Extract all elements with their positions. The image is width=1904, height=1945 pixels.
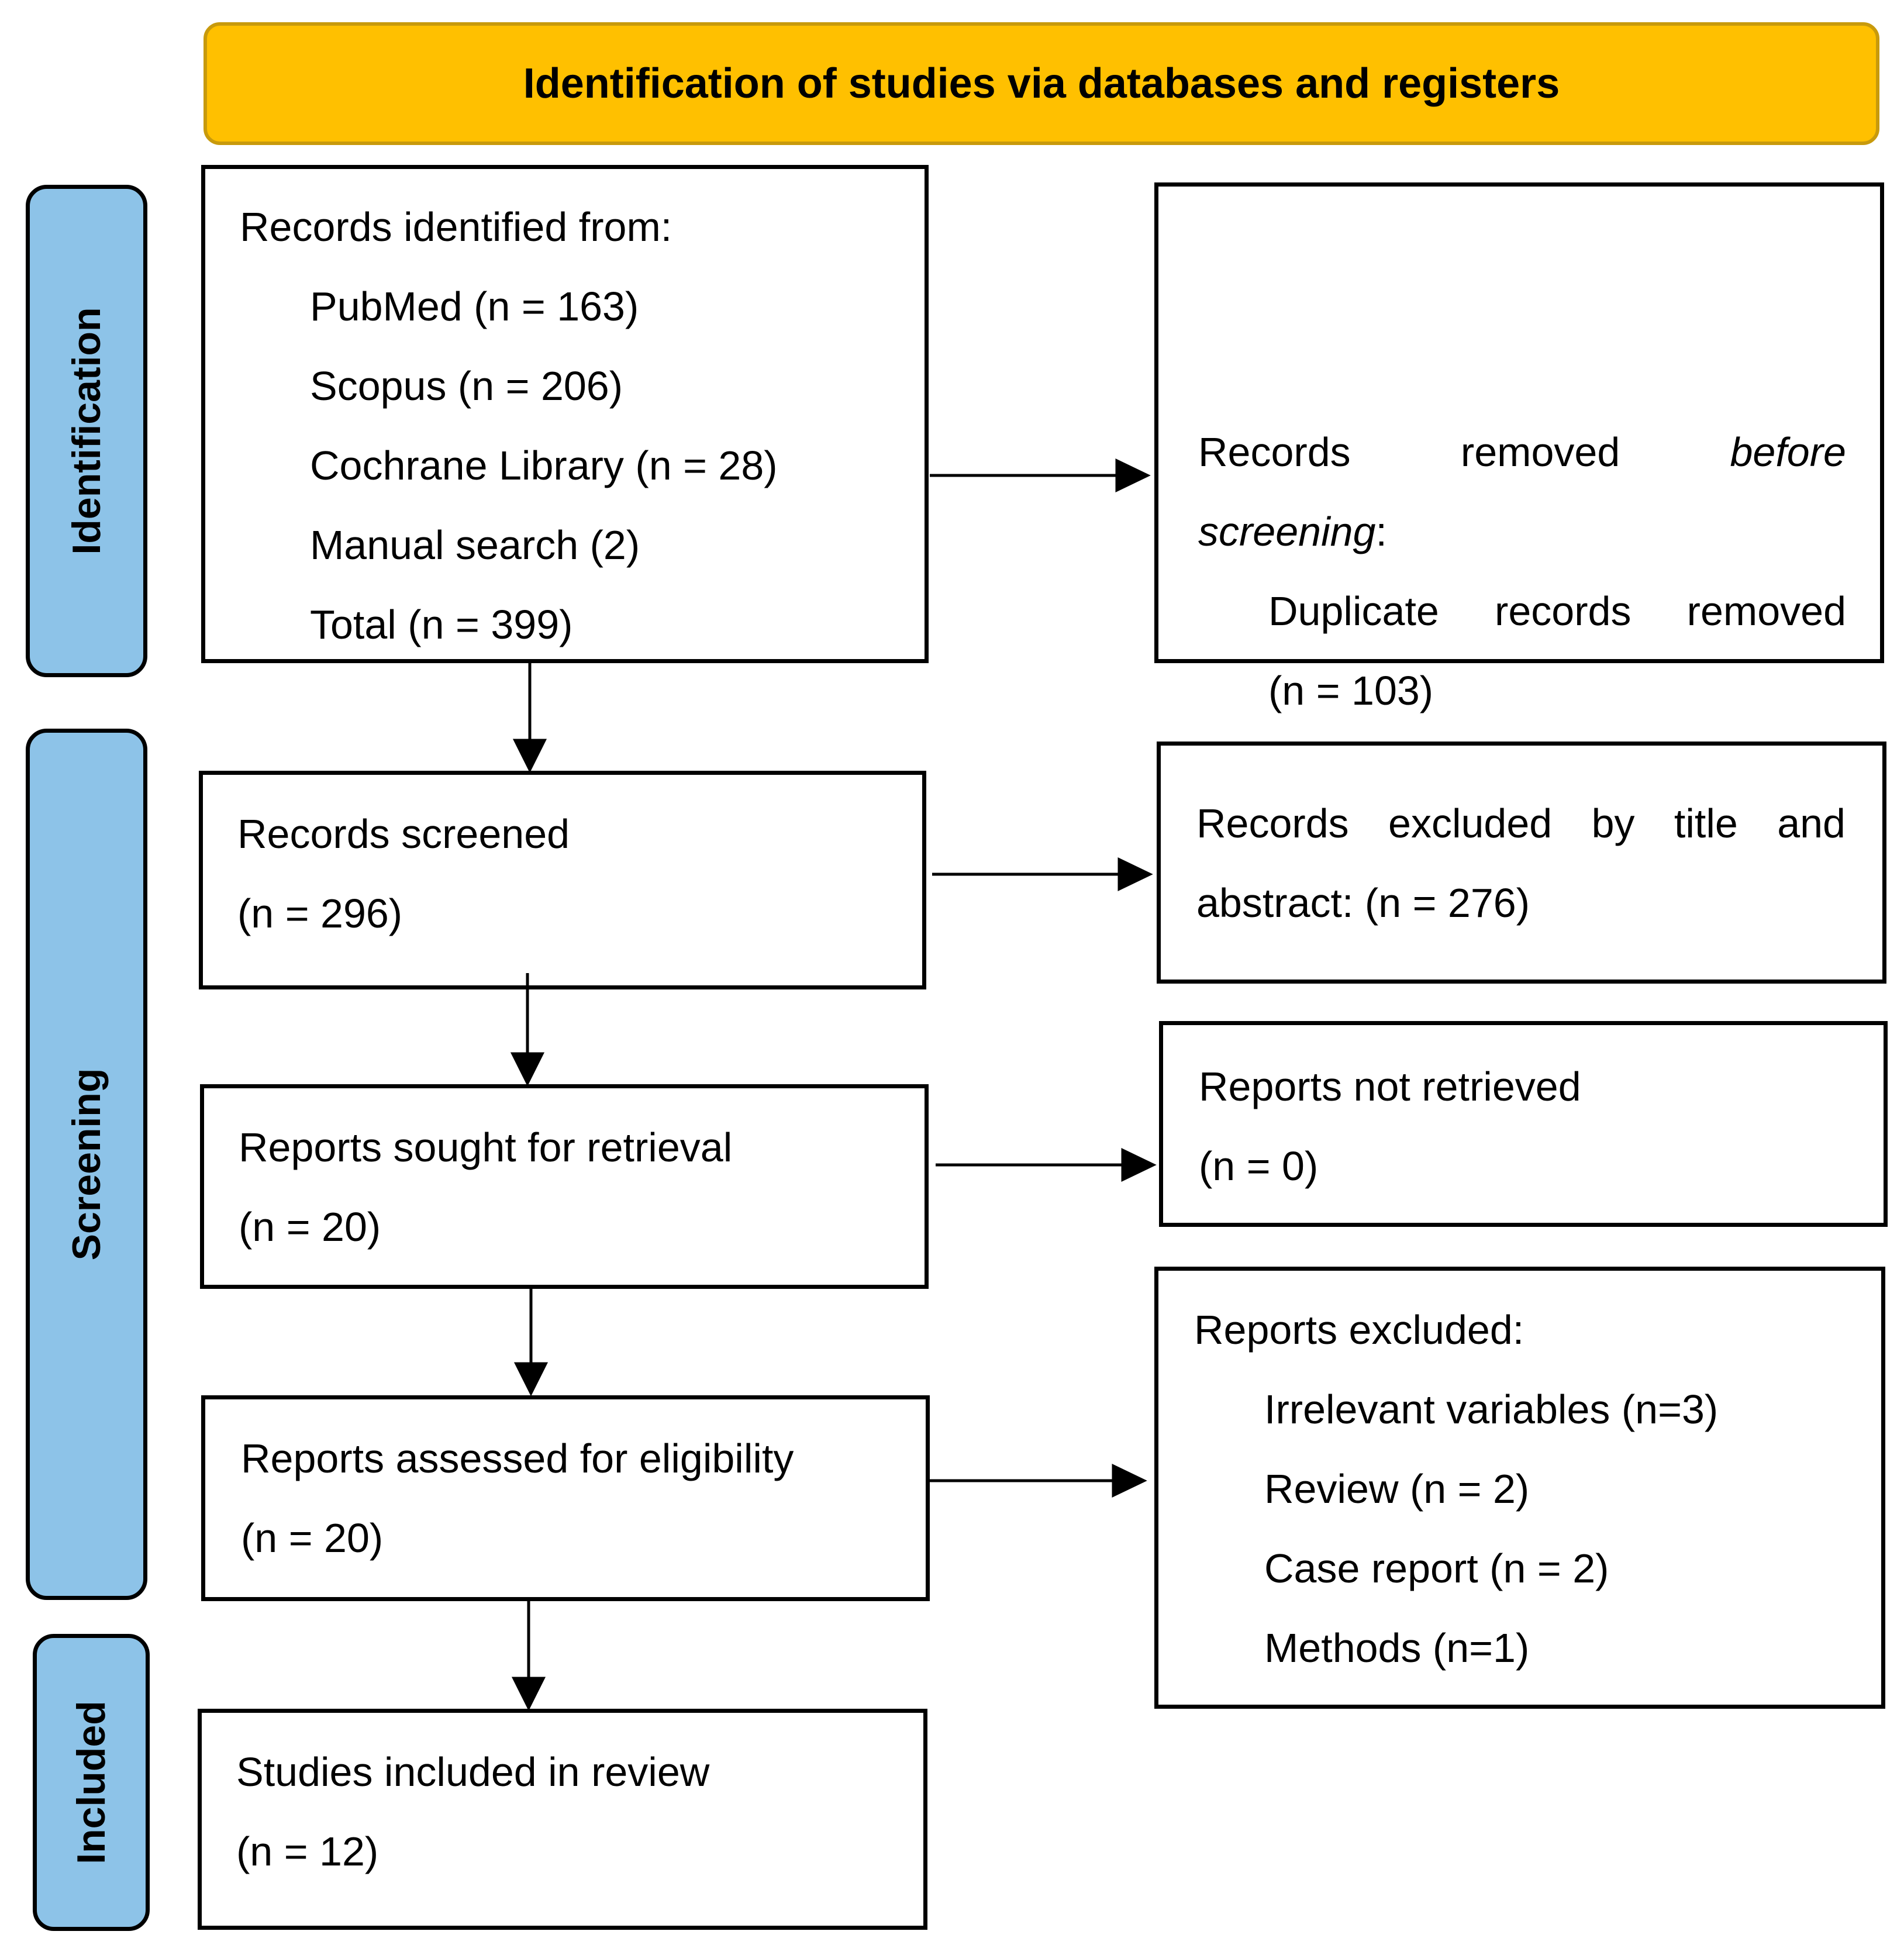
- excluded-case-report: Case report (n = 2): [1264, 1546, 1609, 1591]
- arrowhead-reports-excluded: [1112, 1464, 1147, 1498]
- header-title: Identification of studies via databases …: [523, 60, 1560, 107]
- phase-included: Included: [33, 1634, 150, 1931]
- reports-excluded-content: Reports excluded: Irrelevant variables (…: [1194, 1290, 1718, 1688]
- studies-included-content: Studies included in review (n = 12): [236, 1732, 709, 1891]
- removed-word-screening: screening: [1198, 509, 1376, 554]
- studies-included-title: Studies included in review: [236, 1749, 710, 1795]
- arrowhead-removed: [1115, 458, 1151, 492]
- source-scopus: Scopus (n = 206): [310, 363, 623, 409]
- removed-word-duplicate: Duplicate: [1268, 588, 1439, 634]
- removed-colon: :: [1375, 509, 1387, 554]
- records-screened-content: Records screened (n = 296): [237, 794, 570, 953]
- reports-not-retrieved-box: [1159, 1021, 1888, 1227]
- phase-identification-label: Identification: [64, 307, 109, 555]
- arrowhead-not-retrieved: [1121, 1148, 1157, 1182]
- reports-not-retrieved-title: Reports not retrieved: [1199, 1064, 1581, 1109]
- records-excluded-box: [1157, 742, 1886, 984]
- source-pubmed: PubMed (n = 163): [310, 284, 639, 329]
- reports-excluded-title: Reports excluded:: [1194, 1307, 1524, 1353]
- excluded-word-title: title: [1674, 801, 1738, 846]
- records-screened-box: [199, 771, 926, 989]
- phase-included-label: Included: [69, 1701, 113, 1864]
- removed-count: (n = 103): [1268, 668, 1434, 713]
- reports-assessed-count: (n = 20): [241, 1515, 384, 1561]
- removed-line1: Records removed before: [1198, 412, 1846, 492]
- removed-word-removed2: removed: [1686, 588, 1846, 634]
- phase-identification: Identification: [26, 185, 147, 677]
- reports-not-retrieved-content: Reports not retrieved (n = 0): [1199, 1047, 1581, 1206]
- excluded-methods: Methods (n=1): [1264, 1625, 1530, 1671]
- removed-word-records2: records: [1495, 588, 1631, 634]
- phase-screening-label: Screening: [64, 1068, 109, 1261]
- removed-word-before: before: [1730, 429, 1846, 475]
- removed-word-records: Records: [1198, 429, 1351, 475]
- excluded-review: Review (n = 2): [1264, 1466, 1530, 1512]
- studies-included-box: [198, 1709, 927, 1930]
- arrowhead-sought: [510, 1052, 545, 1087]
- arrowhead-screened: [512, 739, 547, 773]
- reports-assessed-box: [201, 1395, 930, 1601]
- reports-not-retrieved-count: (n = 0): [1199, 1143, 1319, 1189]
- reports-excluded-box: [1154, 1267, 1885, 1709]
- reports-sought-title: Reports sought for retrieval: [239, 1125, 733, 1170]
- reports-assessed-content: Reports assessed for eligibility (n = 20…: [241, 1419, 794, 1578]
- records-identified-content: Records identified from: PubMed (n = 163…: [240, 187, 912, 664]
- arrowhead-assessed: [513, 1362, 549, 1396]
- source-cochrane: Cochrane Library (n = 28): [310, 443, 778, 488]
- arrowhead-included: [511, 1677, 546, 1711]
- excluded-line1: Records excluded by title and: [1196, 784, 1846, 863]
- studies-included-count: (n = 12): [236, 1829, 379, 1874]
- source-manual: Manual search (2): [310, 522, 640, 568]
- records-total: Total (n = 399): [310, 602, 573, 647]
- excluded-word-and: and: [1777, 801, 1846, 846]
- header-banner: Identification of studies via databases …: [203, 22, 1879, 145]
- arrowhead-excluded: [1117, 857, 1153, 891]
- excluded-word-by: by: [1591, 801, 1635, 846]
- excluded-word-records: Records: [1196, 801, 1349, 846]
- excluded-line2: abstract: (n = 276): [1196, 880, 1530, 926]
- records-excluded-content: Records excluded by title and abstract: …: [1196, 784, 1846, 943]
- excluded-word-excluded: excluded: [1388, 801, 1553, 846]
- reports-sought-content: Reports sought for retrieval (n = 20): [239, 1108, 732, 1267]
- reports-assessed-title: Reports assessed for eligibility: [241, 1436, 794, 1481]
- reports-sought-count: (n = 20): [239, 1204, 381, 1250]
- records-identified-title: Records identified from:: [240, 204, 672, 250]
- excluded-irrelevant: Irrelevant variables (n=3): [1264, 1387, 1719, 1432]
- records-identified-box: [201, 165, 929, 663]
- removed-line4: (n = 103): [1198, 651, 1846, 730]
- removed-line2: screening:: [1198, 492, 1846, 571]
- records-screened-title: Records screened: [237, 811, 570, 857]
- records-removed-box: Records removed before screening: Duplic…: [1154, 182, 1884, 713]
- reports-sought-box: [200, 1084, 929, 1289]
- removed-line3: Duplicate records removed: [1198, 571, 1846, 651]
- records-screened-count: (n = 296): [237, 891, 403, 936]
- phase-screening: Screening: [26, 729, 147, 1600]
- removed-word-removed: removed: [1460, 429, 1620, 475]
